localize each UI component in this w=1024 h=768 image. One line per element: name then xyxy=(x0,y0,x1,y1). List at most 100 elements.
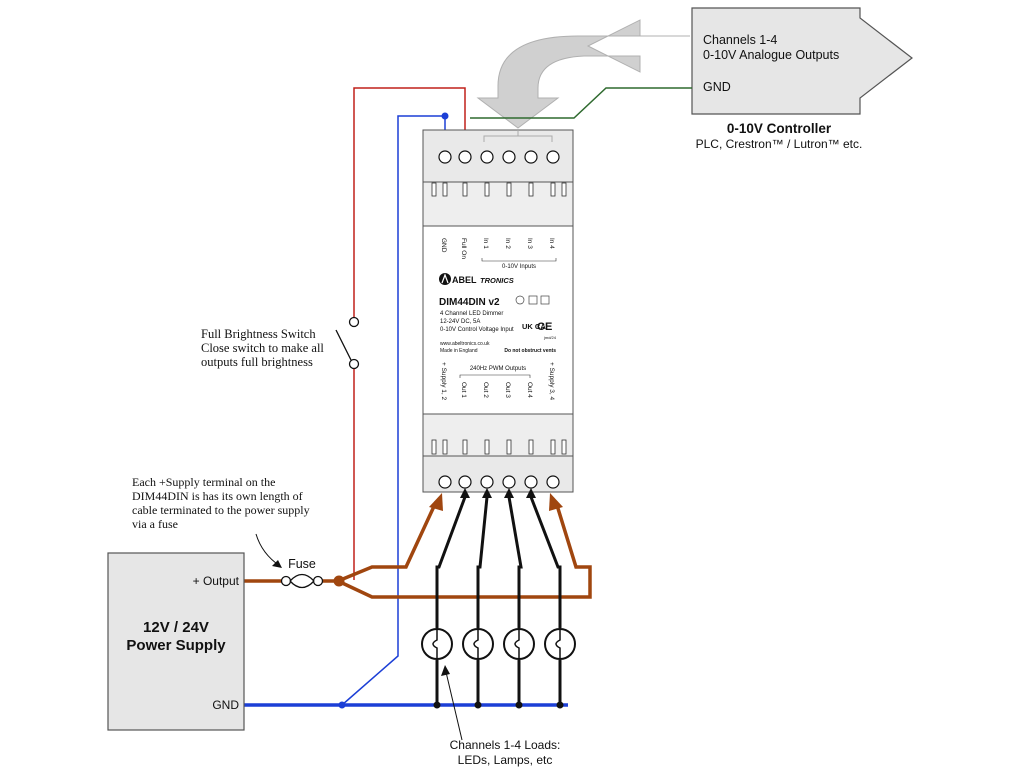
supply-note-pointer-head xyxy=(272,560,282,568)
supply-3-4-arrowhead xyxy=(549,493,563,511)
bottom-terminal-label: + Supply 1, 2 xyxy=(440,362,447,401)
power-gnd-label: GND xyxy=(212,698,239,712)
controller-gnd-wire xyxy=(470,87,692,119)
fuse xyxy=(280,573,324,589)
controller-line2: 0-10V Analogue Outputs xyxy=(703,48,839,62)
controller-gnd-label: GND xyxy=(703,80,731,94)
ce-mark: CE xyxy=(537,321,552,333)
supply-note-line3: cable terminated to the power supply xyxy=(132,503,310,517)
pwm-bracket xyxy=(459,374,531,378)
vent-slot xyxy=(550,439,556,455)
vent-slot xyxy=(561,439,567,455)
lamp-filament xyxy=(514,628,520,660)
bottom-terminal-row xyxy=(438,475,560,489)
top-terminal-row xyxy=(438,150,560,164)
lamp-filament xyxy=(555,628,561,660)
bottom-terminal-label: Out 1 xyxy=(460,382,467,398)
output-arrowhead xyxy=(526,488,536,498)
load-junction-dot xyxy=(433,701,441,709)
vent-slot xyxy=(506,439,512,455)
load-wire xyxy=(507,496,523,628)
vent-slot xyxy=(528,439,534,455)
made-in: Made in England xyxy=(440,348,478,354)
input-terminal-bracket xyxy=(483,130,553,142)
screw-terminal xyxy=(438,475,452,489)
supply-note-line2: DIM44DIN is has its own length of xyxy=(132,489,303,503)
vent-slot xyxy=(484,439,490,455)
date-code: jmd/24 xyxy=(543,335,557,340)
vent-slot xyxy=(462,182,468,197)
load-junction-dot xyxy=(474,701,482,709)
power-supply-title-2: Power Supply xyxy=(126,637,226,654)
output-arrowhead xyxy=(504,488,514,498)
loads-note-pointer-head xyxy=(441,665,450,676)
load-junction-dot xyxy=(556,701,564,709)
screw-terminal xyxy=(502,150,516,164)
output-arrowhead xyxy=(460,488,470,498)
switch-note-line3: outputs full brightness xyxy=(201,355,313,369)
load-wire xyxy=(435,496,467,628)
model-desc1: 4 Channel LED Dimmer xyxy=(440,311,503,317)
supply-3-4-wire xyxy=(337,501,592,599)
top-terminal-label: Full On xyxy=(460,238,467,259)
switch-note-line1: Full Brightness Switch xyxy=(201,327,316,341)
supply-junction-dot xyxy=(333,575,345,587)
model-desc3: 0-10V Control Voltage Input xyxy=(440,327,514,333)
screw-terminal xyxy=(524,475,538,489)
dim44din-module xyxy=(422,129,574,493)
switch-note-line2: Close switch to make all xyxy=(201,341,324,355)
gnd-bus-dot xyxy=(338,701,346,709)
controller-box: Channels 1-4 0-10V Analogue Outputs GND xyxy=(691,7,913,115)
gnd-junction-dot xyxy=(441,112,449,120)
lamp-filament xyxy=(473,628,479,660)
signal-arrow xyxy=(476,19,690,129)
output-arrowhead xyxy=(482,488,492,498)
vent-slot xyxy=(442,182,448,197)
supply-note-pointer xyxy=(255,533,281,567)
certification-icons xyxy=(515,295,550,305)
supply-note-line1: Each +Supply terminal on the xyxy=(132,475,275,489)
vent-slot xyxy=(442,439,448,455)
load-wires xyxy=(433,488,564,709)
brand-tronics: TRONICS xyxy=(480,276,514,285)
screw-terminal xyxy=(546,475,560,489)
vent-slot xyxy=(431,439,437,455)
vent-slot xyxy=(550,182,556,197)
vent-slot xyxy=(528,182,534,197)
bottom-terminal-label: Out 4 xyxy=(526,382,533,398)
inputs-caption: 0-10V Inputs xyxy=(502,264,536,270)
top-terminal-label: GND xyxy=(440,238,447,253)
top-vent-slots xyxy=(431,182,567,197)
power-output-label: + Output xyxy=(193,574,240,588)
load-wire xyxy=(476,496,489,628)
fuse-label: Fuse xyxy=(288,557,316,571)
vent-slot xyxy=(484,182,490,197)
screw-terminal xyxy=(480,150,494,164)
screw-terminal xyxy=(438,150,452,164)
vent-slot xyxy=(506,182,512,197)
top-terminal-label: In 3 xyxy=(526,238,533,249)
vent-slot xyxy=(431,182,437,197)
top-terminal-label: In 1 xyxy=(482,238,489,249)
loads-note-line1: Channels 1-4 Loads: xyxy=(450,738,561,752)
loads-note-pointer xyxy=(445,671,463,741)
supply-1-2-wire xyxy=(337,501,438,583)
vent-slot xyxy=(561,182,567,197)
power-supply-title-1: 12V / 24V xyxy=(143,619,209,636)
abeltronics-logo xyxy=(439,273,451,285)
load-lamps xyxy=(421,628,576,660)
controller-line1: Channels 1-4 xyxy=(703,33,777,47)
screw-terminal xyxy=(458,475,472,489)
lamp-filament xyxy=(432,628,438,660)
gnd-wire-to-module xyxy=(341,115,445,706)
supply-note-line4: via a fuse xyxy=(132,517,178,531)
screw-terminal xyxy=(502,475,516,489)
top-terminal-label: In 4 xyxy=(548,238,555,249)
full-on-wire xyxy=(353,87,466,318)
screw-terminal xyxy=(524,150,538,164)
controller-title: 0-10V Controller xyxy=(727,121,832,136)
model-desc2: 12-24V DC, 5A xyxy=(440,319,480,325)
